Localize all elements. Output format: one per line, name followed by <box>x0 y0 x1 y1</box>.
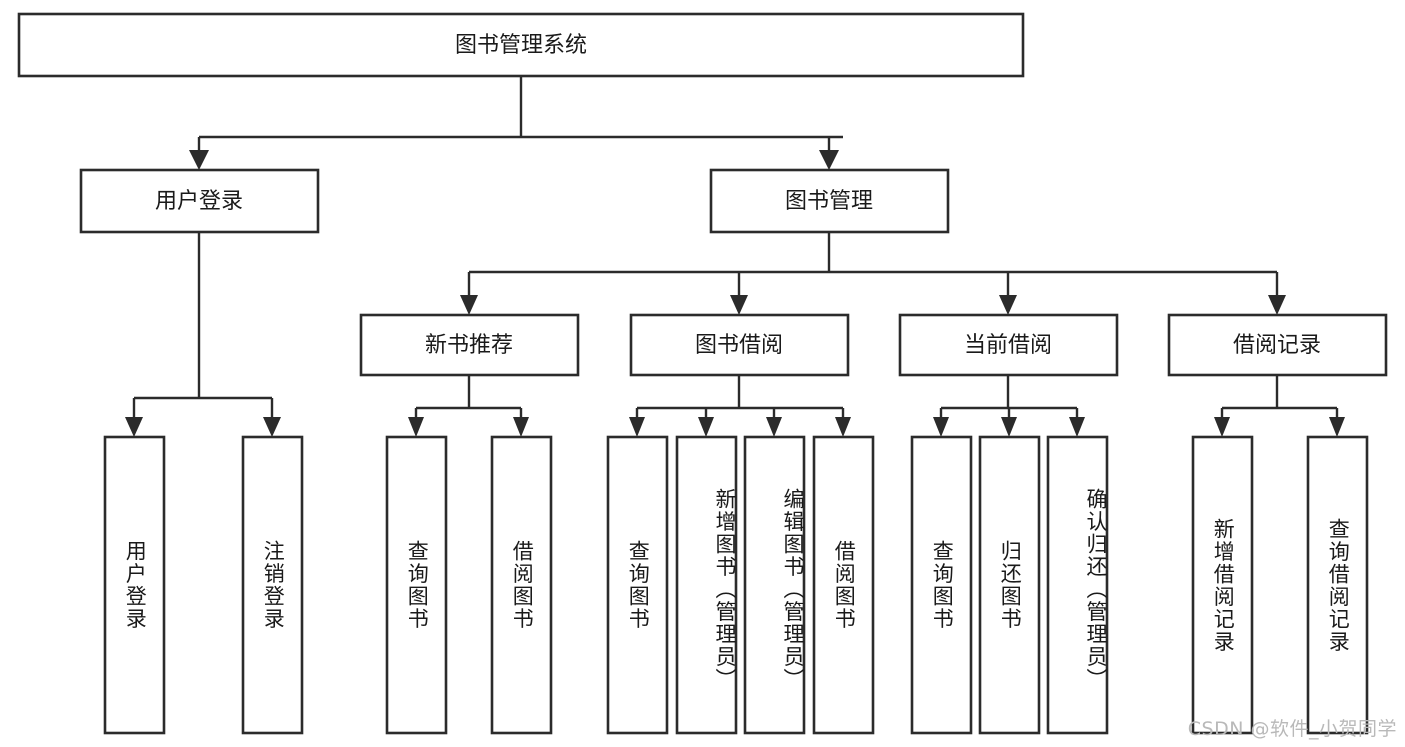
label-new-book-recommend: 新书推荐 <box>425 333 513 358</box>
arrowhead-borrow-record <box>1268 295 1286 315</box>
node-leaf-query-record[interactable] <box>1306 435 1369 735</box>
node-new-book-recommend[interactable] <box>359 313 580 377</box>
arrowhead-leaf-return-book <box>1001 417 1017 437</box>
arrowhead-leaf-borrow-book-1 <box>513 417 529 437</box>
arrowhead-leaf-confirm-return <box>1069 417 1085 437</box>
node-leaf-user-login[interactable] <box>103 435 166 735</box>
arrowhead-user-login <box>189 150 209 170</box>
label-book-manage: 图书管理 <box>785 189 873 214</box>
node-user-login[interactable] <box>79 168 320 234</box>
node-leaf-query-book-1[interactable] <box>385 435 448 735</box>
node-leaf-edit-book[interactable] <box>743 435 806 735</box>
label-user-login: 用户登录 <box>155 189 243 214</box>
horizontal-label-layer: 图书管理系统 用户登录 图书管理 新书推荐 图书借阅 当前借阅 借阅记录 <box>155 33 1321 358</box>
arrowhead-leaf-query-book-2 <box>629 417 645 437</box>
node-leaf-return-book[interactable] <box>978 435 1041 735</box>
arrowhead-leaf-query-record <box>1329 417 1345 437</box>
node-current-borrow[interactable] <box>898 313 1119 377</box>
arrowhead-book-borrow <box>730 295 748 315</box>
node-book-manage[interactable] <box>709 168 950 234</box>
node-leaf-query-book-2[interactable] <box>606 435 669 735</box>
connector-layer <box>125 76 1345 437</box>
arrowhead-leaf-borrow-book-2 <box>835 417 851 437</box>
arrowhead-leaf-edit-book <box>766 417 782 437</box>
arrowhead-leaf-add-book <box>698 417 714 437</box>
label-borrow-record: 借阅记录 <box>1233 333 1321 358</box>
node-box-layer <box>17 12 1388 735</box>
node-root[interactable] <box>17 12 1025 78</box>
node-leaf-borrow-book-1[interactable] <box>490 435 553 735</box>
arrowhead-book-manage <box>819 150 839 170</box>
node-leaf-add-book[interactable] <box>675 435 738 735</box>
arrowhead-leaf-query-book-3 <box>933 417 949 437</box>
label-current-borrow: 当前借阅 <box>964 333 1052 358</box>
node-leaf-query-book-3[interactable] <box>910 435 973 735</box>
node-borrow-record[interactable] <box>1167 313 1388 377</box>
arrowhead-leaf-logout <box>263 417 281 437</box>
arrowhead-new-book-recommend <box>460 295 478 315</box>
arrowhead-leaf-query-book-1 <box>408 417 424 437</box>
label-root: 图书管理系统 <box>455 33 587 58</box>
node-leaf-logout[interactable] <box>241 435 304 735</box>
arrowhead-leaf-user-login <box>125 417 143 437</box>
arrowhead-current-borrow <box>999 295 1017 315</box>
node-book-borrow[interactable] <box>629 313 850 377</box>
label-book-borrow: 图书借阅 <box>695 333 783 358</box>
node-leaf-add-record[interactable] <box>1191 435 1254 735</box>
watermark-text: CSDN @软件_小贺同学 <box>1187 718 1397 740</box>
arrowhead-leaf-add-record <box>1214 417 1230 437</box>
node-leaf-borrow-book-2[interactable] <box>812 435 875 735</box>
node-leaf-confirm-return[interactable] <box>1046 435 1109 735</box>
